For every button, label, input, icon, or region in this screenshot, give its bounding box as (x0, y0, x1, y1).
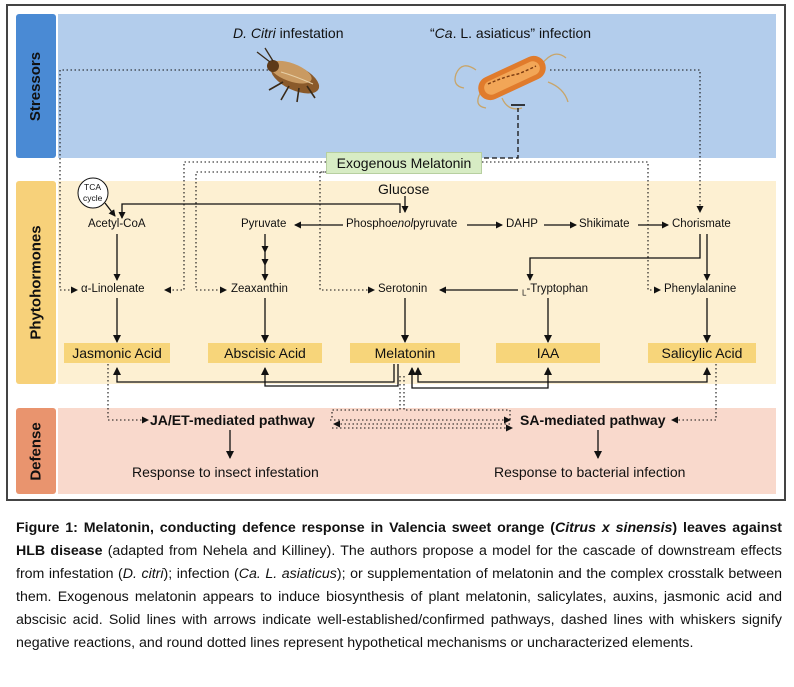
pep-part-a: Phospho (346, 218, 392, 230)
jasmonic-acid-box: Jasmonic Acid (64, 343, 170, 363)
phenylalanine-node: Phenylalanine (664, 283, 737, 295)
bacteria-stressor-title: “Ca. L. asiaticus” infection (430, 26, 591, 40)
caption-title: Figure 1: Melatonin, conducting defence … (16, 520, 782, 559)
caption-title-b: ) leaves against HLB disease (16, 520, 782, 559)
psyllid-insect-icon (256, 47, 320, 103)
caption-body-c: ); or supplementation of melatonin and t… (16, 566, 782, 651)
bacteria-title-quote: “ (430, 25, 435, 41)
stressors-label: Stressors (16, 14, 56, 158)
shikimate-node: Shikimate (579, 218, 630, 230)
iaa-label: IAA (536, 345, 560, 361)
chorismate-node: Chorismate (672, 218, 731, 230)
defense-band (58, 408, 776, 494)
figure-caption: Figure 1: Melatonin, conducting defence … (16, 517, 782, 655)
caption-body-a: (adapted from Nehela and Killiney). The … (16, 543, 782, 582)
bacteria-title-rest: . L. asiaticus” infection (452, 25, 592, 41)
phytohormones-label: Phytohormones (16, 181, 56, 384)
serotonin-node: Serotonin (378, 283, 428, 295)
iaa-box: IAA (496, 343, 600, 363)
tca-cycle-node (77, 177, 109, 209)
insect-stressor-title: D. Citri infestation (233, 26, 344, 40)
stressors-band (58, 14, 776, 158)
pep-part-c: pyruvate (413, 218, 458, 230)
bacterium-icon (454, 53, 569, 110)
caption-body-cala: Ca. L. asiaticus (238, 566, 337, 582)
insect-name-italic: D. Citri (233, 25, 276, 41)
bacterial-response: Response to bacterial infection (494, 464, 686, 480)
phosphoenolpyruvate-node: Phosphoenolpyruvate (346, 218, 458, 231)
tryptophan-prefix: L (522, 288, 527, 298)
caption-body-b: ); infection ( (163, 566, 239, 582)
salicylic-acid-label: Salicylic Acid (661, 345, 743, 361)
melatonin-label: Melatonin (374, 345, 436, 361)
dahp-node: DAHP (506, 218, 538, 230)
tryptophan-node: L-Tryptophan (522, 283, 589, 298)
pyruvate-node: Pyruvate (241, 218, 287, 230)
glucose-node: Glucose (378, 181, 430, 197)
acetyl-coa-node: Acetyl-CoA (88, 218, 146, 230)
exogenous-melatonin-label: Exogenous Melatonin (336, 155, 472, 171)
caption-body-dcitri: D. citri (122, 566, 164, 582)
melatonin-box: Melatonin (350, 343, 460, 363)
caption-title-a: Figure 1: Melatonin, conducting defence … (16, 520, 555, 536)
caption-title-species: Citrus x sinensis (554, 520, 673, 536)
jasmonic-acid-label: Jasmonic Acid (72, 345, 162, 361)
tryptophan-label: -Tryptophan (526, 283, 589, 295)
zeaxanthin-node: Zeaxanthin (231, 283, 288, 295)
salicylic-acid-box: Salicylic Acid (648, 343, 756, 363)
sa-pathway: SA-mediated pathway (520, 412, 666, 428)
ja-et-pathway: JA/ET-mediated pathway (150, 412, 315, 428)
insect-response: Response to insect infestation (132, 464, 319, 480)
alpha-linolenate-node: α-Linolenate (81, 283, 145, 295)
bacteria-title-italic: Ca (434, 25, 453, 41)
pep-part-b: enol (391, 218, 414, 230)
abscisic-acid-label: Abscisic Acid (224, 345, 306, 361)
tca-label-top: TCA (84, 182, 101, 192)
pathway-connections (59, 47, 717, 459)
abscisic-acid-box: Abscisic Acid (208, 343, 322, 363)
tca-label-bottom: cycle (83, 193, 103, 203)
defense-label: Defense (16, 408, 56, 494)
insect-title-rest: infestation (275, 25, 344, 41)
exogenous-melatonin-box: Exogenous Melatonin (326, 152, 482, 174)
